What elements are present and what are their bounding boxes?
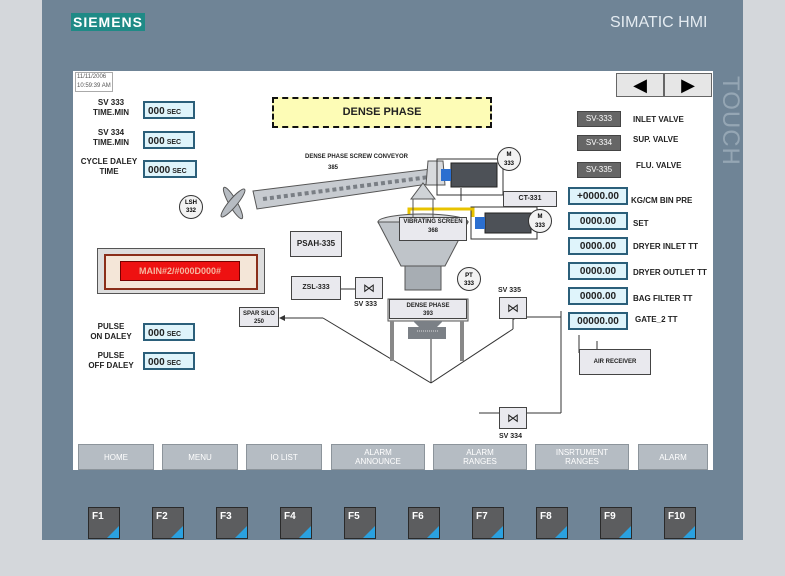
alarm-inner: MAIN#2/#000D000# xyxy=(104,254,258,290)
f3-key[interactable]: F3 xyxy=(216,507,248,539)
valve-sv333-icon[interactable]: ⋈ xyxy=(355,277,383,299)
bag-filter-label: BAG FILTER TT xyxy=(633,294,693,303)
sv333-label: SV 333 xyxy=(354,301,377,308)
gate2-field[interactable]: 00000.00 xyxy=(568,312,628,330)
bin-pressure-field[interactable]: +0000.00 xyxy=(568,187,628,205)
sv333-button[interactable]: SV-333 xyxy=(577,111,621,127)
sv334-label: SV 334 xyxy=(499,433,522,440)
set-label: SET xyxy=(633,219,649,228)
f10-key[interactable]: F10 xyxy=(664,507,696,539)
sv335-button[interactable]: SV-335 xyxy=(577,162,621,178)
set-field[interactable]: 0000.00 xyxy=(568,212,628,230)
f6-key[interactable]: F6 xyxy=(408,507,440,539)
f9-key[interactable]: F9 xyxy=(600,507,632,539)
datetime-display: 11/11/2006 10:59:39 AM xyxy=(75,72,113,92)
psah-335-tag[interactable]: PSAH-335 xyxy=(290,231,342,257)
menu-button[interactable]: MENU xyxy=(162,444,238,470)
sup-valve-label: SUP. VALVE xyxy=(633,135,679,144)
f2-key[interactable]: F2 xyxy=(152,507,184,539)
conveyor-title: DENSE PHASE SCREW CONVEYOR xyxy=(305,154,409,160)
sv335-label: SV 335 xyxy=(498,287,521,294)
valve-sv335-icon[interactable]: ⋈ xyxy=(499,297,527,319)
touch-label: TOUCH xyxy=(717,76,744,166)
conveyor-tag: 385 xyxy=(328,165,339,171)
home-button[interactable]: HOME xyxy=(78,444,154,470)
flu-valve-label: FLU. VALVE xyxy=(636,161,682,170)
dryer-outlet-label: DRYER OUTLET TT xyxy=(633,268,707,277)
f5-key[interactable]: F5 xyxy=(344,507,376,539)
air-receiver-box[interactable]: AIR RECEIVER xyxy=(579,349,651,375)
siemens-logo: SIEMENS xyxy=(71,13,145,31)
f4-key[interactable]: F4 xyxy=(280,507,312,539)
sv334-button[interactable]: SV-334 xyxy=(577,135,621,151)
inlet-valve-label: INLET VALVE xyxy=(633,115,684,124)
page-title: DENSE PHASE xyxy=(272,97,492,128)
gate2-label: GATE_2 TT xyxy=(635,315,678,324)
alarm-message: MAIN#2/#000D000# xyxy=(120,261,240,281)
model-label: SIMATIC HMI xyxy=(610,14,708,31)
bag-filter-field[interactable]: 0000.00 xyxy=(568,287,628,305)
ct-331-tag[interactable]: CT-331 xyxy=(503,191,557,207)
io-list-button[interactable]: IO LIST xyxy=(246,444,322,470)
zsl-333-tag[interactable]: ZSL-333 xyxy=(291,276,341,300)
f8-key[interactable]: F8 xyxy=(536,507,568,539)
prev-screen-button[interactable]: ◀ xyxy=(616,73,664,97)
bin-pressure-label: KG/CM BIN PRE xyxy=(631,196,693,205)
dryer-inlet-field[interactable]: 0000.00 xyxy=(568,237,628,255)
valve-sv334-icon[interactable]: ⋈ xyxy=(499,407,527,429)
alarm-display: MAIN#2/#000D000# xyxy=(97,248,265,294)
f1-key[interactable]: F1 xyxy=(88,507,120,539)
hmi-screen: 11/11/2006 10:59:39 AM ◀ ▶ DENSE PHASE S… xyxy=(73,71,713,470)
next-screen-button[interactable]: ▶ xyxy=(664,73,712,97)
f7-key[interactable]: F7 xyxy=(472,507,504,539)
dryer-inlet-label: DRYER INLET TT xyxy=(633,242,699,251)
dryer-outlet-field[interactable]: 0000.00 xyxy=(568,262,628,280)
alarm-button[interactable]: ALARM xyxy=(638,444,708,470)
